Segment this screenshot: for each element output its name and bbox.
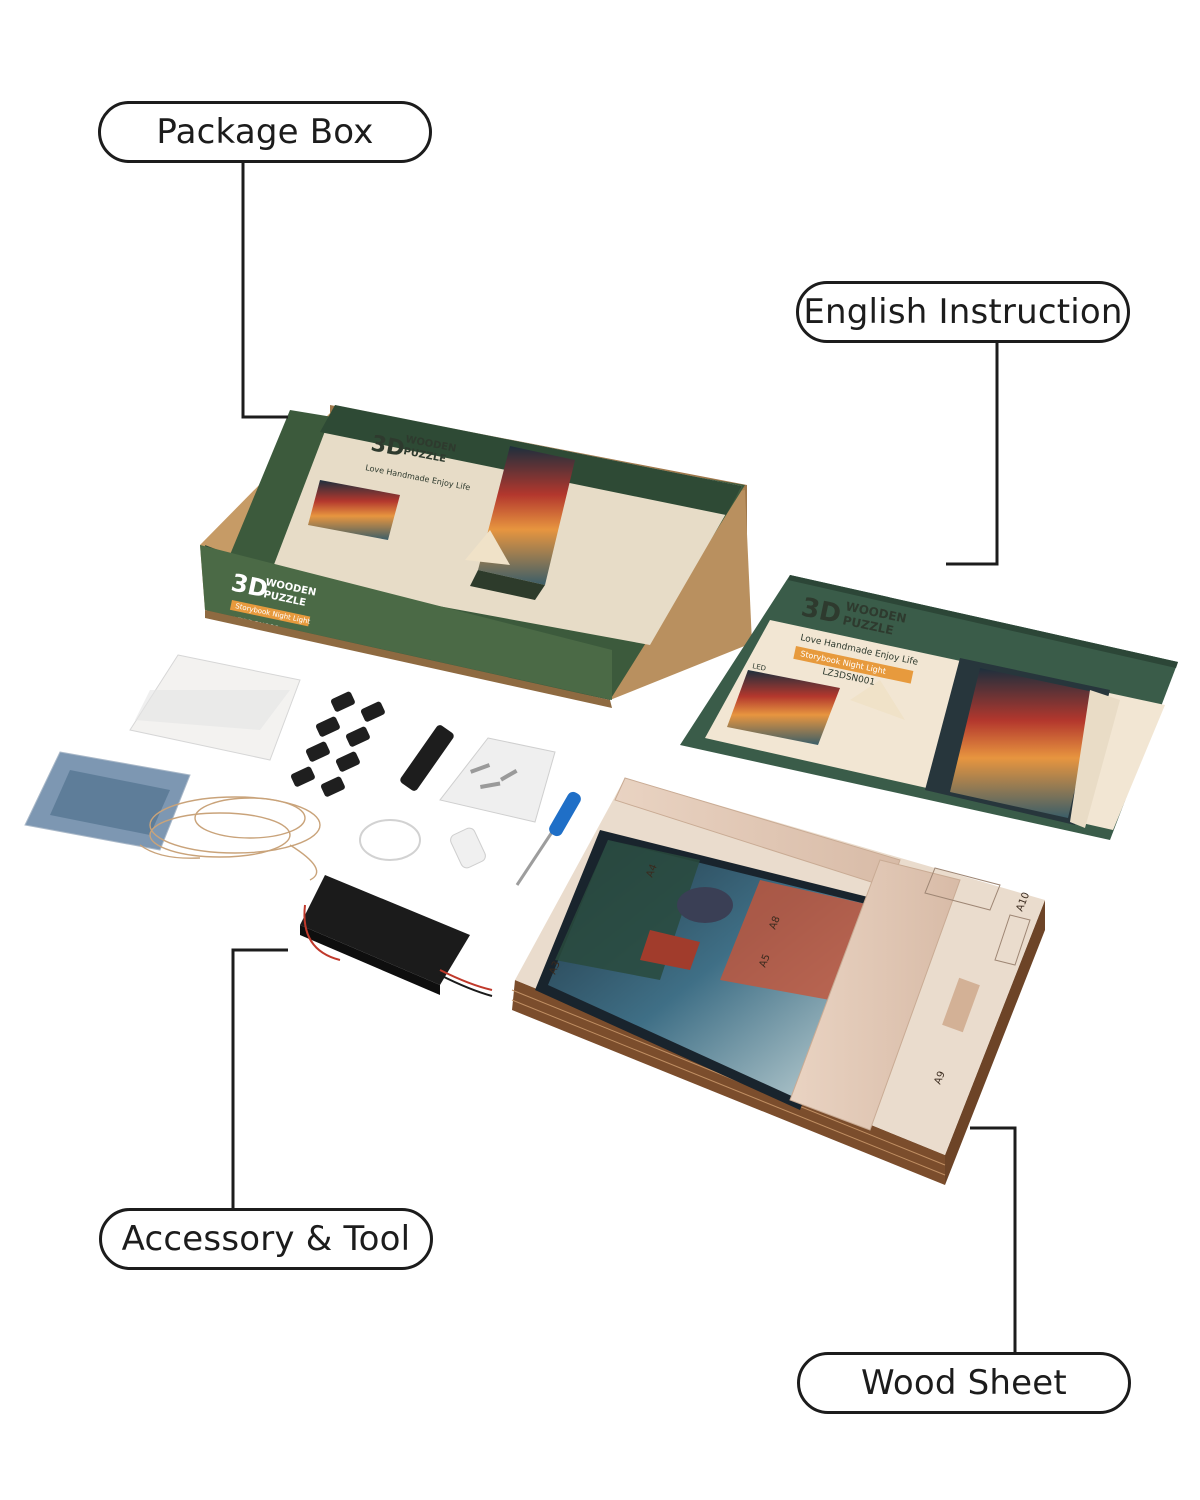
foam-pads-bag	[129, 654, 301, 761]
blue-parts-bag	[24, 751, 191, 851]
led-string-lights	[139, 796, 321, 881]
callout-line-english-instruction	[946, 343, 999, 566]
accessory-tool-label: Accessory & Tool	[99, 1208, 433, 1270]
package-box-text: Package Box	[156, 112, 374, 152]
part-label-a5: A5	[758, 953, 773, 969]
rubber-feet	[290, 691, 385, 797]
black-connector-bar	[400, 725, 454, 791]
callout-line-package-box	[241, 162, 288, 419]
clear-ring	[359, 819, 421, 861]
part-label-a8: A8	[768, 915, 783, 931]
booklet-led-badge: LED	[752, 662, 767, 673]
package-box: 3D WOODEN PUZZLE Love Handmade Enjoy Lif…	[200, 405, 752, 708]
part-label-a4: A4	[645, 863, 660, 879]
wood-sheet-text: Wood Sheet	[861, 1363, 1067, 1403]
part-label-a3: A3	[548, 960, 563, 976]
accessories-group	[24, 654, 581, 997]
accessory-tool-text: Accessory & Tool	[121, 1219, 411, 1259]
callout-line-accessory-tool	[231, 948, 288, 1212]
battery-box	[300, 875, 493, 997]
english-instruction-label: English Instruction	[796, 281, 1130, 343]
screws-bag	[439, 737, 556, 823]
screwdriver	[515, 791, 581, 886]
english-instruction-text: English Instruction	[803, 292, 1123, 332]
package-box-label: Package Box	[98, 101, 432, 163]
wood-sheet-board: A3 A4 A5 A8 A9 A10	[511, 777, 1045, 1185]
instruction-booklet: 3D WOODEN PUZZLE Love Handmade Enjoy Lif…	[680, 575, 1178, 840]
wood-sheet-label: Wood Sheet	[797, 1352, 1131, 1414]
callout-line-wood-sheet	[970, 1126, 1017, 1354]
clear-tube	[450, 827, 486, 869]
part-label-a9: A9	[933, 1070, 948, 1086]
